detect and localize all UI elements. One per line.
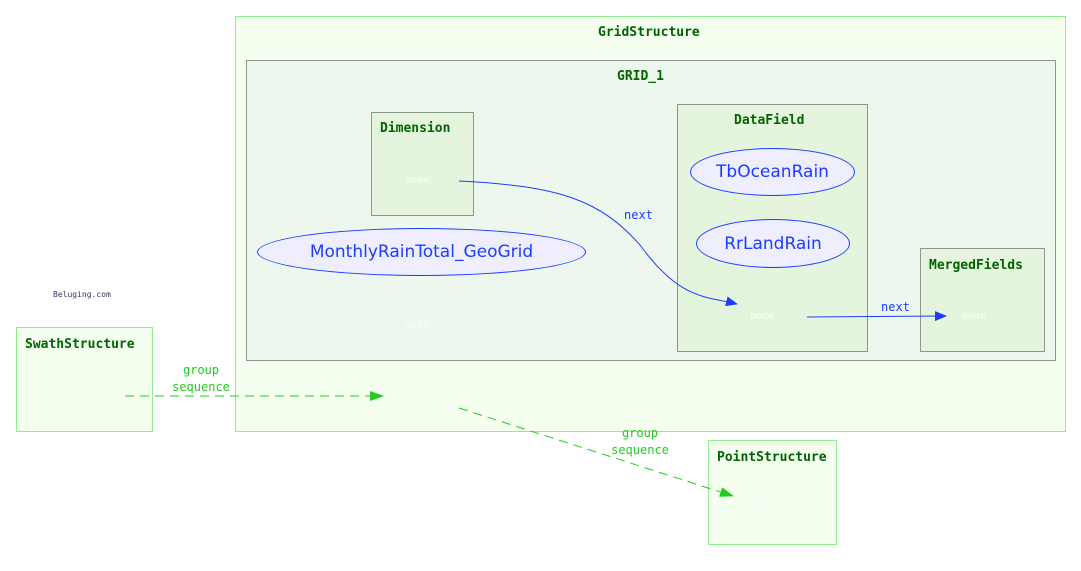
- point-structure-title: PointStructure: [717, 450, 827, 465]
- dimension-node: node: [405, 175, 430, 186]
- swath-structure-cluster: [16, 327, 153, 432]
- dimension-title: Dimension: [380, 121, 451, 136]
- rr-land-rain-node: RrLandRain: [696, 219, 850, 268]
- merged-fields-node: node: [962, 311, 987, 322]
- grid-structure-title: GridStructure: [598, 25, 700, 40]
- edge-label-next-1: next: [624, 208, 653, 222]
- edge-label-group-sequence-1: group sequence: [165, 362, 237, 396]
- dimension-cluster: [371, 112, 474, 216]
- swath-structure-title: SwathStructure: [25, 337, 135, 352]
- edge-label-sequence-1: sequence: [172, 380, 230, 394]
- merged-fields-cluster: [920, 248, 1045, 352]
- watermark-text: Beluging.com: [53, 290, 111, 299]
- edge-label-sequence-2: sequence: [611, 443, 669, 457]
- point-structure-node: node: [745, 503, 770, 514]
- tb-ocean-rain-node: TbOceanRain: [690, 148, 855, 196]
- merged-fields-title: MergedFields: [929, 258, 1023, 273]
- swath-structure-node: node: [55, 390, 80, 401]
- datafield-node: node: [750, 311, 775, 322]
- monthly-rain-total-node: MonthlyRainTotal_GeoGrid: [257, 228, 586, 276]
- edge-label-next-2: next: [881, 300, 910, 314]
- grid-structure-node: node: [398, 390, 423, 401]
- grid-1-node: node: [405, 320, 430, 331]
- edge-label-group-sequence-2: group sequence: [604, 425, 676, 459]
- grid-1-title: GRID_1: [617, 69, 664, 84]
- edge-label-group-2: group: [621, 426, 659, 440]
- edge-label-group-1: group: [182, 363, 220, 377]
- datafield-title: DataField: [734, 113, 805, 128]
